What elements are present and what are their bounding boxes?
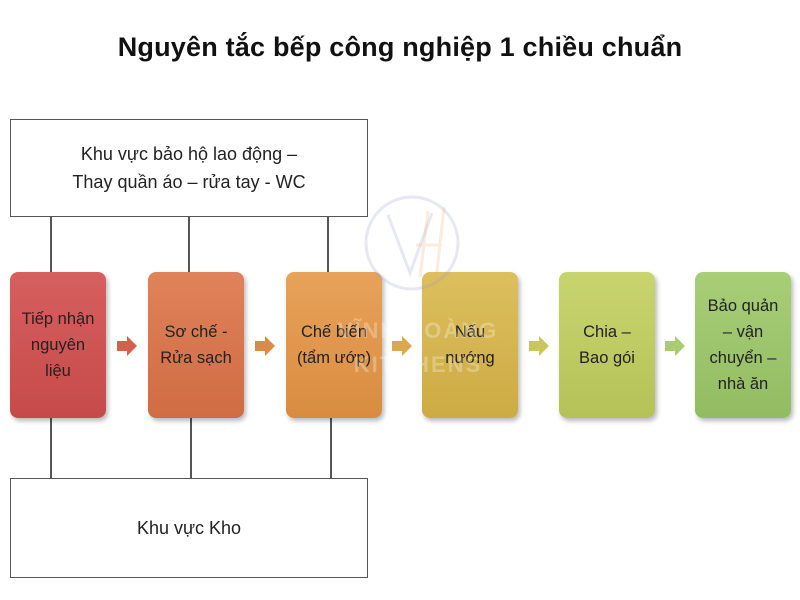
- step-storage-transport-label: Bảo quản – vận chuyển – nhà ăn: [707, 297, 779, 393]
- step-portioning: Chia – Bao gói: [559, 272, 655, 418]
- arrow-right-icon: [529, 336, 549, 356]
- diagram-title: Nguyên tắc bếp công nghiệp 1 chiều chuẩn: [117, 32, 683, 62]
- connector-top-1: [50, 216, 52, 273]
- arrow-right-icon: [117, 336, 137, 356]
- step-portioning-label: Chia – Bao gói: [579, 323, 635, 367]
- protective-area-line-1: Khu vực bảo hộ lao động –: [80, 144, 298, 164]
- step-receiving-label: Tiếp nhận nguyên liệu: [21, 310, 95, 380]
- connector-top-3: [327, 216, 329, 273]
- storage-area-box: Khu vực Kho: [10, 478, 368, 578]
- step-receiving: Tiếp nhận nguyên liệu: [10, 272, 106, 418]
- storage-area-label: Khu vực Kho: [136, 518, 242, 538]
- connector-bottom-2: [190, 417, 192, 479]
- arrow-right-icon: [665, 336, 685, 356]
- arrow-right-icon: [392, 336, 412, 356]
- connector-bottom-1: [50, 417, 52, 479]
- protective-area-line-2: Thay quần áo – rửa tay - WC: [72, 172, 306, 192]
- step-processing: Chế biến (tẩm ướp): [286, 272, 382, 418]
- connector-top-2: [188, 216, 190, 273]
- connector-bottom-3: [330, 417, 332, 479]
- step-preprocessing: Sơ chế - Rửa sạch: [148, 272, 244, 418]
- step-processing-label: Chế biến (tẩm ướp): [296, 323, 372, 367]
- arrow-right-icon: [255, 336, 275, 356]
- step-cooking-label: Nấu nướng: [445, 323, 495, 367]
- protective-area-box: Khu vực bảo hộ lao động – Thay quần áo –…: [10, 119, 368, 217]
- step-preprocessing-label: Sơ chế - Rửa sạch: [160, 323, 232, 367]
- step-cooking: Nấu nướng: [422, 272, 518, 418]
- step-storage-transport: Bảo quản – vận chuyển – nhà ăn: [695, 272, 791, 418]
